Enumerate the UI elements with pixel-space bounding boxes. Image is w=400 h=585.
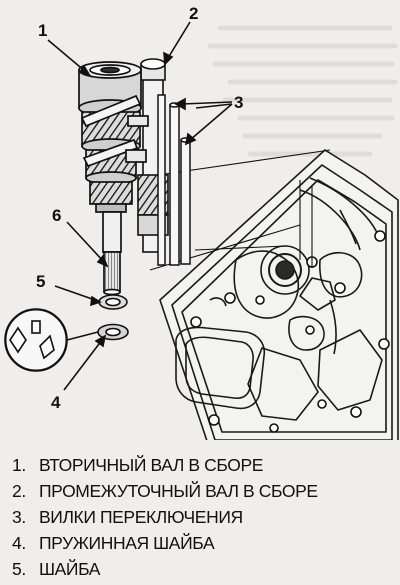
output-shaft-assembly (78, 61, 149, 296)
callout-4: 4 (51, 393, 61, 412)
legend-number: 2. (12, 481, 26, 501)
legend-number: 3. (12, 507, 26, 527)
transmission-case (159, 149, 399, 440)
legend-text: ШАЙБА (39, 559, 101, 579)
callout-2: 2 (189, 4, 198, 23)
callout-3: 3 (234, 93, 243, 112)
shift-fork-rods (157, 94, 191, 266)
legend-number: 4. (12, 533, 26, 553)
legend-item: 3. ВИЛКИ ПЕРЕКЛЮЧЕНИЯ (12, 504, 392, 530)
legend-number: 1. (12, 455, 26, 475)
legend-item: 2. ПРОМЕЖУТОЧНЫЙ ВАЛ В СБОРЕ (12, 478, 392, 504)
callout-6: 6 (52, 206, 61, 225)
leader-lines (47, 21, 233, 391)
legend-number: 5. (12, 559, 26, 579)
legend-text: ПРУЖИННАЯ ШАЙБА (39, 533, 215, 553)
shaft-end-detail (4, 308, 99, 372)
callout-1: 1 (38, 21, 47, 40)
parts-legend: 1. ВТОРИЧНЫЙ ВАЛ В СБОРЕ 2. ПРОМЕЖУТОЧНЫЙ … (12, 452, 392, 582)
legend-item: 1. ВТОРИЧНЫЙ ВАЛ В СБОРЕ (12, 452, 392, 478)
gearbox-assembly-diagram: 1 2 3 6 5 4 (4, 4, 399, 440)
legend-text: ВТОРИЧНЫЙ ВАЛ В СБОРЕ (39, 455, 264, 475)
legend-text: ВИЛКИ ПЕРЕКЛЮЧЕНИЯ (39, 507, 243, 527)
callout-5: 5 (36, 272, 45, 291)
show-through-text (207, 25, 398, 157)
case-bolt-holes (190, 230, 390, 433)
washer (98, 294, 128, 310)
legend-text: ПРОМЕЖУТОЧНЫЙ ВАЛ В СБОРЕ (39, 481, 318, 501)
legend-item: 5. ШАЙБА (12, 556, 392, 582)
legend-item: 4. ПРУЖИННАЯ ШАЙБА (12, 530, 392, 556)
